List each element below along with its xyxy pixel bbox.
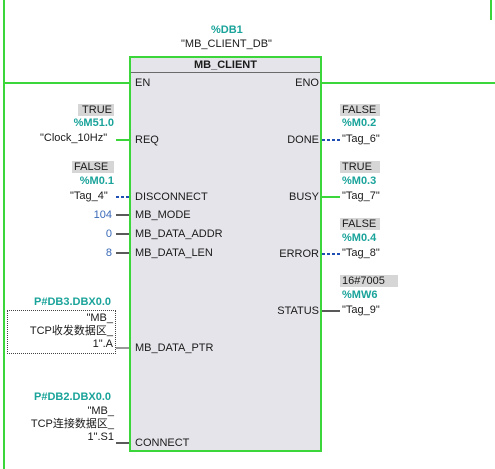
disconnect-value: FALSE: [72, 161, 114, 173]
done-address[interactable]: %M0.2: [342, 117, 377, 129]
busy-address[interactable]: %M0.3: [342, 175, 377, 187]
pin-mb-data-len: MB_DATA_LEN: [135, 247, 213, 259]
mb-client-block[interactable]: MB_CLIENT: [129, 56, 322, 452]
mb-data-ptr-operand[interactable]: "MB_ TCP收发数据区_ 1".A: [7, 310, 116, 354]
mb-mode-value[interactable]: 104: [93, 209, 112, 221]
status-value: 16#7005: [340, 275, 398, 287]
pin-error: ERROR: [279, 248, 319, 260]
error-value: FALSE: [340, 218, 380, 230]
status-tag[interactable]: "Tag_9": [342, 304, 380, 316]
disconnect-address[interactable]: %M0.1: [79, 175, 114, 187]
pin-mb-mode: MB_MODE: [135, 209, 191, 221]
block-title: MB_CLIENT: [131, 58, 320, 73]
req-value: TRUE: [78, 104, 114, 116]
mb-data-ptr-line3: 1".A: [92, 338, 113, 350]
mb-data-len-value[interactable]: 8: [105, 247, 112, 259]
pin-mb-data-addr: MB_DATA_ADDR: [135, 228, 223, 240]
pin-done: DONE: [287, 134, 319, 146]
pin-connect: CONNECT: [135, 437, 190, 449]
connect-line3: 1".S1: [87, 431, 114, 443]
disconnect-tag[interactable]: "Tag_4": [70, 190, 108, 202]
busy-value: TRUE: [340, 161, 380, 173]
done-tag[interactable]: "Tag_6": [342, 133, 380, 145]
mb-data-addr-value[interactable]: 0: [105, 228, 112, 240]
pin-status: STATUS: [277, 305, 319, 317]
status-address[interactable]: %MW6: [342, 289, 378, 301]
instance-db-address: %DB1: [211, 24, 243, 36]
connect-operand[interactable]: "MB_ TCP连接数据区_ 1".S1: [7, 405, 114, 444]
pin-mb-data-ptr: MB_DATA_PTR: [135, 342, 214, 354]
instance-db-name: "MB_CLIENT_DB": [181, 38, 272, 50]
connect-line1: "MB_: [87, 405, 114, 417]
pin-eno: ENO: [295, 77, 319, 89]
mb-data-ptr-line2: TCP收发数据区_: [29, 325, 113, 337]
mb-data-ptr-address: P#DB3.DBX0.0: [34, 296, 112, 308]
error-address[interactable]: %M0.4: [342, 232, 377, 244]
pin-disconnect: DISCONNECT: [135, 191, 208, 203]
pin-en: EN: [135, 77, 151, 89]
mb-data-ptr-line1: "MB_: [86, 312, 113, 324]
error-tag[interactable]: "Tag_8": [342, 247, 380, 259]
connect-line2: TCP连接数据区_: [30, 418, 114, 430]
pin-req: REQ: [135, 134, 159, 146]
req-address[interactable]: %M51.0: [73, 117, 114, 129]
busy-tag[interactable]: "Tag_7": [342, 190, 380, 202]
req-tag[interactable]: "Clock_10Hz": [40, 132, 108, 144]
pin-busy: BUSY: [289, 191, 319, 203]
done-value: FALSE: [340, 104, 380, 116]
connect-address: P#DB2.DBX0.0: [34, 391, 112, 403]
